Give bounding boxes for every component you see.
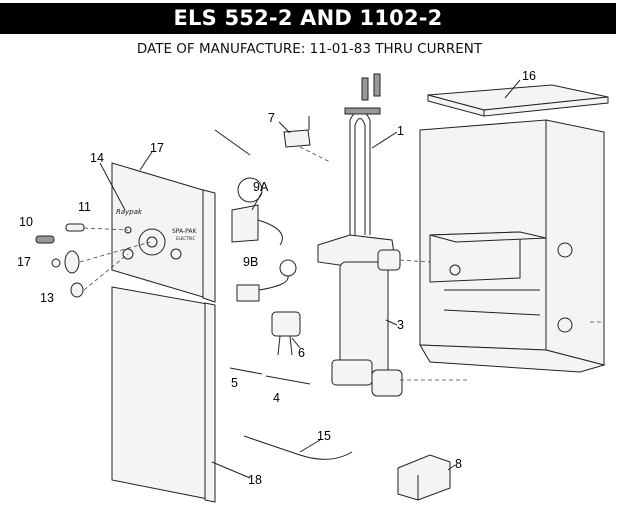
part-9a-thermostat — [214, 129, 283, 246]
part-1-heating-element — [344, 73, 381, 235]
manufacture-date: DATE OF MANUFACTURE: 11-01-83 THRU CURRE… — [136, 41, 483, 57]
callout-18: 18 — [248, 473, 262, 487]
part-5-rod — [229, 367, 263, 375]
callout-6: 6 — [298, 346, 305, 360]
part-17-upper-panel: Raypak SPA-PAK ELECTRIC — [111, 162, 216, 303]
callout-3: 3 — [397, 318, 404, 332]
leader-lines — [99, 79, 521, 479]
callout-9a: 9A — [253, 180, 269, 194]
callout-16: 16 — [522, 69, 536, 83]
panel-model-sub-label: ELECTRIC — [176, 236, 195, 241]
part-3-heater-body — [317, 234, 470, 397]
panel-brand-logo: Raypak — [116, 208, 143, 216]
small-knobs-fittings — [35, 223, 151, 298]
callout-8: 8 — [455, 457, 462, 471]
callout-labels: 16 1 7 17 14 9A 11 10 17 13 9B 3 6 5 4 1… — [17, 69, 536, 487]
callout-11: 11 — [78, 200, 91, 214]
callout-9b: 9B — [243, 255, 258, 269]
panel-model-label: SPA-PAK — [172, 228, 198, 235]
part-16-top-cover — [427, 84, 609, 117]
diagram-title: ELS 552-2 AND 1102-2 — [0, 3, 616, 34]
callout-15: 15 — [317, 429, 331, 443]
cabinet-housing — [419, 119, 606, 373]
callout-17-upper: 17 — [150, 141, 164, 155]
part-7-bracket — [283, 116, 331, 163]
part-8-terminal-block — [397, 454, 451, 501]
callout-5: 5 — [231, 376, 238, 390]
part-9b-limit-switch — [236, 259, 297, 302]
callout-10: 10 — [19, 215, 33, 229]
part-6-switch — [271, 311, 301, 356]
callout-1: 1 — [397, 124, 404, 138]
callout-13: 13 — [40, 291, 54, 305]
part-18-lower-panel — [111, 286, 216, 503]
callout-4: 4 — [273, 391, 280, 405]
callout-14: 14 — [90, 151, 104, 165]
callout-7: 7 — [268, 111, 275, 125]
part-4-rod — [265, 375, 311, 385]
part-15-wire — [243, 435, 353, 460]
callout-17-lower: 17 — [17, 255, 31, 269]
